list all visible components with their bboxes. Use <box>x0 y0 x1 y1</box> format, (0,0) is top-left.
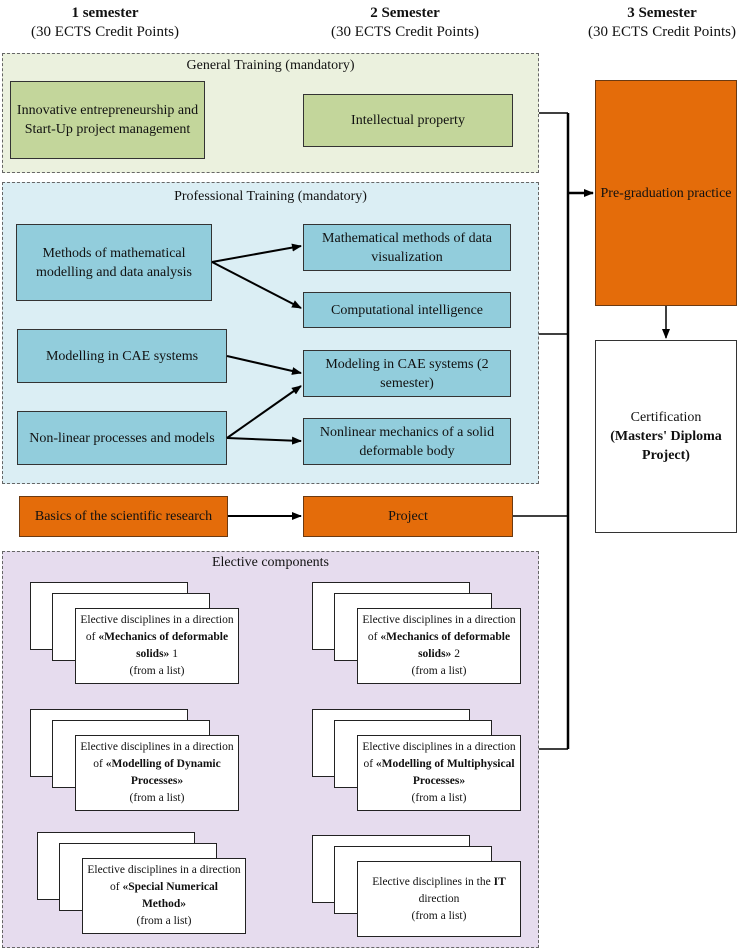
course-basics-scientific-research: Basics of the scientific research <box>19 496 228 537</box>
elective-card-prefix: Elective disciplines in a direction of <box>362 614 516 643</box>
elective-card-direction: «Special Numerical Method» <box>122 881 218 910</box>
course-math-data-visualization: Mathematical methods of data visualizati… <box>303 224 511 271</box>
masters-diploma-project: (Masters' Diploma Project) <box>610 429 722 463</box>
elective-card-text: Elective disciplines in a direction of «… <box>362 612 516 680</box>
certification-label: Certification <box>630 410 702 425</box>
semester-1-header: 1 semester (30 ECTS Credit Points) <box>10 4 200 42</box>
elective-card-suffix: direction <box>418 892 460 905</box>
course-math-modelling-data-analysis: Methods of mathematical modelling and da… <box>16 224 212 301</box>
course-nonlinear-processes: Non-linear processes and models <box>17 411 227 465</box>
elective-card-suffix: 2 <box>451 648 460 660</box>
elective-card-text: Elective disciplines in a direction of «… <box>80 612 234 680</box>
semester-3-title: 3 Semester <box>627 5 697 21</box>
semester-2-title: 2 Semester <box>370 5 440 21</box>
elective-card-prefix: Elective disciplines in a direction of <box>362 741 516 770</box>
elective-card-from-list: (from a list) <box>411 909 467 922</box>
course-modelling-cae-1: Modelling in CAE systems <box>17 329 227 383</box>
general-training-title: General Training (mandatory) <box>186 58 355 73</box>
course-project: Project <box>303 496 513 537</box>
elective-card: Elective disciplines in a direction of «… <box>82 858 246 934</box>
pre-graduation-practice: Pre-graduation practice <box>595 80 737 306</box>
elective-card: Elective disciplines in a direction of «… <box>357 735 521 811</box>
course-innovative-entrepreneurship: Innovative entrepreneurship and Start-Up… <box>10 81 205 159</box>
elective-card: Elective disciplines in a direction of «… <box>75 735 239 811</box>
elective-components-title: Elective components <box>211 555 330 570</box>
elective-card-from-list: (from a list) <box>411 792 467 804</box>
elective-card-text: Elective disciplines in a direction of «… <box>80 739 234 807</box>
elective-card-direction: «Mechanics of deformable solids» <box>380 631 511 660</box>
semester-2-header: 2 Semester (30 ECTS Credit Points) <box>310 4 500 42</box>
elective-card-text: Elective disciplines in a direction of «… <box>362 739 516 807</box>
semester-1-credits: (30 ECTS Credit Points) <box>31 24 179 40</box>
elective-card-direction: «Modelling of Dynamic Processes» <box>105 758 221 787</box>
course-intellectual-property: Intellectual property <box>303 94 513 147</box>
elective-card-direction: «Modelling of Multiphysical Processes» <box>375 758 515 787</box>
elective-card-text: Elective disciplines in the IT direction… <box>362 874 516 925</box>
elective-card: Elective disciplines in a direction of «… <box>357 608 521 684</box>
elective-card-direction: IT <box>493 875 506 888</box>
elective-card-from-list: (from a list) <box>411 665 467 677</box>
elective-card-prefix: Elective disciplines in the <box>372 875 494 888</box>
semester-3-credits: (30 ECTS Credit Points) <box>588 24 736 40</box>
elective-card-from-list: (from a list) <box>129 792 185 804</box>
course-nonlinear-mechanics: Nonlinear mechanics of a solid deformabl… <box>303 418 511 465</box>
elective-card-prefix: Elective disciplines in a direction of <box>80 741 234 770</box>
elective-card-suffix: 1 <box>169 648 178 660</box>
certification-box: Certification (Masters' Diploma Project) <box>595 340 737 533</box>
semester-1-title: 1 semester <box>71 5 139 21</box>
semester-2-credits: (30 ECTS Credit Points) <box>331 24 479 40</box>
professional-training-title: Professional Training (mandatory) <box>174 189 367 204</box>
elective-card-from-list: (from a list) <box>129 665 185 677</box>
elective-card-from-list: (from a list) <box>136 915 192 927</box>
elective-card-text: Elective disciplines in a direction of «… <box>87 862 241 930</box>
course-computational-intelligence: Computational intelligence <box>303 292 511 328</box>
course-modelling-cae-2: Modeling in CAE systems (2 semester) <box>303 350 511 397</box>
elective-card: Elective disciplines in the IT direction… <box>357 861 521 937</box>
elective-card-prefix: Elective disciplines in a direction of <box>80 614 234 643</box>
semester-3-header: 3 Semester (30 ECTS Credit Points) <box>570 4 754 42</box>
elective-card: Elective disciplines in a direction of «… <box>75 608 239 684</box>
elective-card-prefix: Elective disciplines in a direction of <box>87 864 241 893</box>
elective-card-direction: «Mechanics of deformable solids» <box>98 631 229 660</box>
